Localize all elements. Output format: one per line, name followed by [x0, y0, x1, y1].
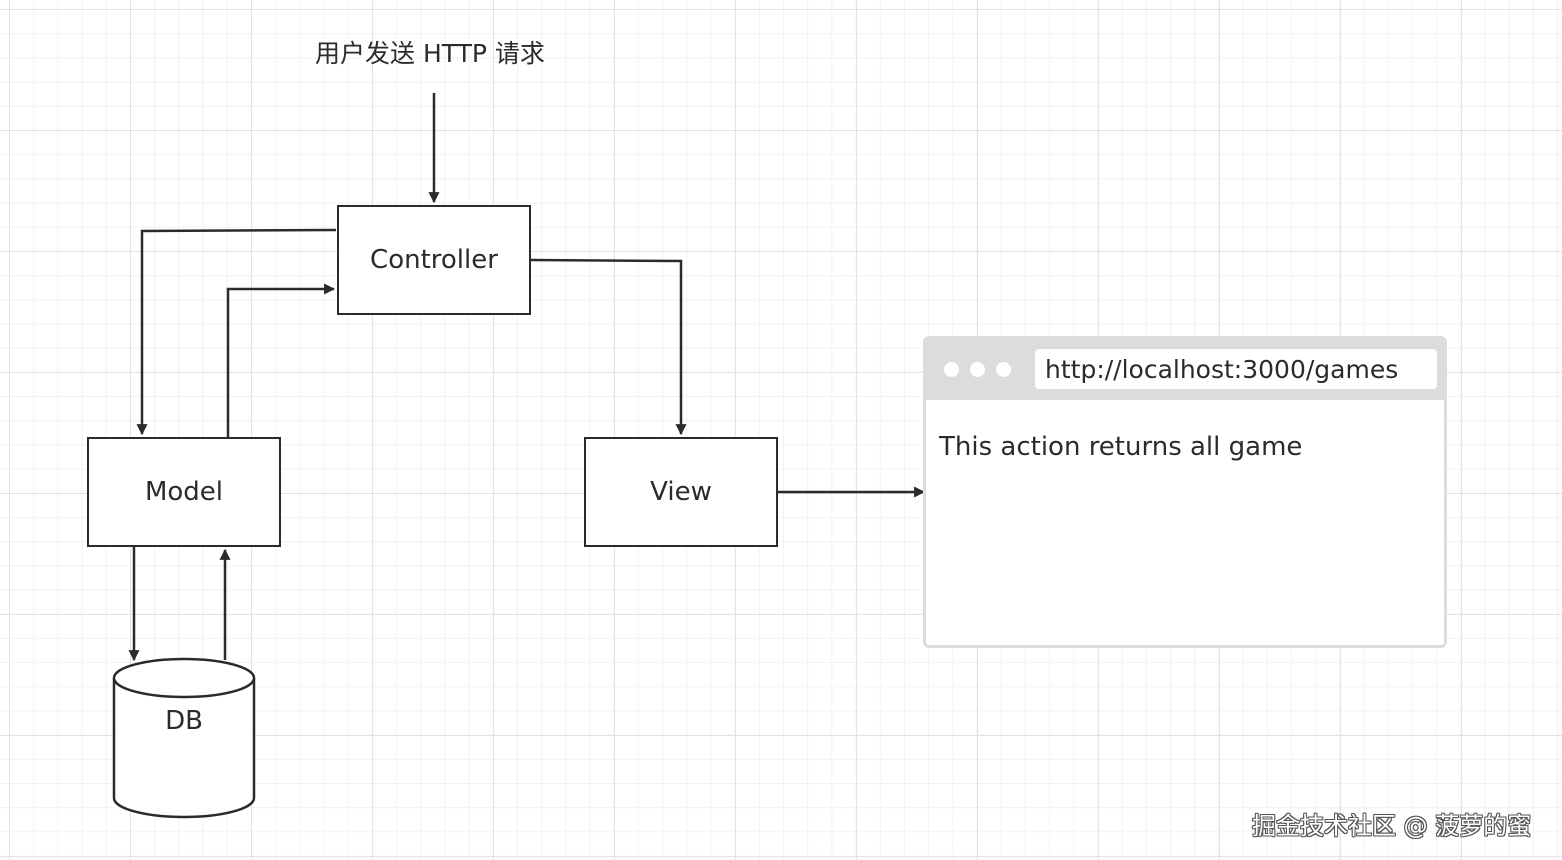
window-dot-icon — [970, 362, 985, 377]
model-label: Model — [144, 477, 224, 507]
window-dot-icon — [944, 362, 959, 377]
browser-content-text: This action returns all game — [939, 432, 1303, 462]
arrow-model-to-controller — [226, 283, 336, 437]
browser-window[interactable]: http://localhost:3000/games This action … — [923, 336, 1447, 648]
window-dot-icon — [996, 362, 1011, 377]
watermark: 掘金技术社区 @ 菠萝的蜜 — [1252, 812, 1532, 840]
browser-address-bar[interactable]: http://localhost:3000/games — [1035, 349, 1437, 389]
browser-title-bar: http://localhost:3000/games — [926, 339, 1444, 400]
controller-label: Controller — [370, 245, 498, 275]
view-node[interactable]: View — [584, 437, 778, 547]
arrow-controller-to-view — [530, 258, 687, 436]
browser-url: http://localhost:3000/games — [1045, 354, 1399, 384]
db-cylinder — [112, 657, 256, 819]
request-label: 用户发送 HTTP 请求 — [315, 39, 545, 68]
model-node[interactable]: Model — [87, 437, 281, 547]
db-label: DB — [165, 706, 203, 736]
arrow-controller-to-model — [136, 228, 337, 436]
view-label: View — [650, 477, 712, 507]
controller-node[interactable]: Controller — [337, 205, 531, 315]
